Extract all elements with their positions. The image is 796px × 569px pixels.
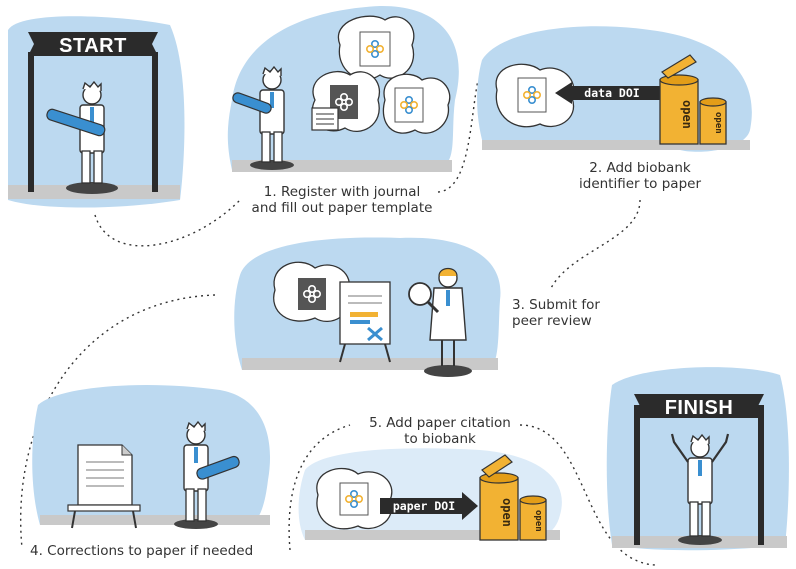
data-doi-arrow: data DOI [555,82,660,104]
svg-text:open: open [680,100,694,129]
step4-caption-line1: 4. Corrections to paper if needed [30,543,254,559]
step1-caption-line1: 1. Register with journal [263,184,421,200]
cloud-doc-2 [382,73,451,134]
biobank-cans-step5: open open [479,454,547,541]
step5-caption-line1: 5. Add paper citation [369,415,511,431]
step3-scene [234,237,501,377]
cloud-doc-review [273,261,351,323]
step4-caption: 4. Corrections to paper if needed [30,543,253,559]
svg-text:open: open [500,498,514,527]
scientist-step1-figure [232,65,285,163]
step2-scene: data DOI open open [477,26,752,152]
finish-banner: FINISH [634,394,764,419]
start-banner: START [28,32,158,57]
step3-caption: 3. Submit for peer review [512,297,600,329]
scientist-start-figure [46,80,106,184]
cloud-doc-biobank [495,63,575,128]
step1-caption-line2: and fill out paper template [251,200,433,216]
paper-doi-arrow: paper DOI [380,492,478,520]
step2-caption-line2: identifier to paper [579,176,701,192]
easel-with-paper [339,281,391,363]
step5-caption: 5. Add paper citation to biobank [350,415,530,447]
start-banner-text: START [59,35,127,57]
step3-caption-line2: peer review [512,313,592,329]
start-scene: START [8,16,185,208]
path-step5-to-finish [519,424,656,566]
path-step4-to-step5 [288,424,351,551]
scientist-step4-figure [183,420,240,522]
finish-banner-text: FINISH [665,397,734,419]
step5-scene: paper DOI open open [298,448,562,541]
scientist-finish-figure [670,433,730,537]
reviewer-figure [408,267,467,366]
step2-caption: 2. Add biobank identifier to paper [560,160,720,192]
step4-scene [32,385,271,529]
step2-caption-line1: 2. Add biobank [589,160,691,176]
path-step1-to-step2 [437,79,479,193]
cloud-doc-1 [337,15,415,80]
svg-text:open: open [713,112,723,134]
path-start-to-step1 [94,199,241,247]
step5-caption-line2: to biobank [404,431,476,447]
svg-text:open: open [533,510,543,532]
easel-with-corrected-paper [67,444,141,529]
step1-caption: 1. Register with journal and fill out pa… [242,184,442,216]
step3-caption-line1: 3. Submit for [512,297,600,313]
cloud-doc-citation [316,467,393,530]
data-doi-tag: data DOI [584,86,639,100]
step1-scene [227,5,459,172]
path-step2-to-step3 [549,199,641,291]
finish-scene: FINISH [606,367,789,551]
biobank-cans-step2: open open [659,54,727,145]
paper-template-icon [311,107,339,131]
paper-doi-tag: paper DOI [393,499,455,513]
